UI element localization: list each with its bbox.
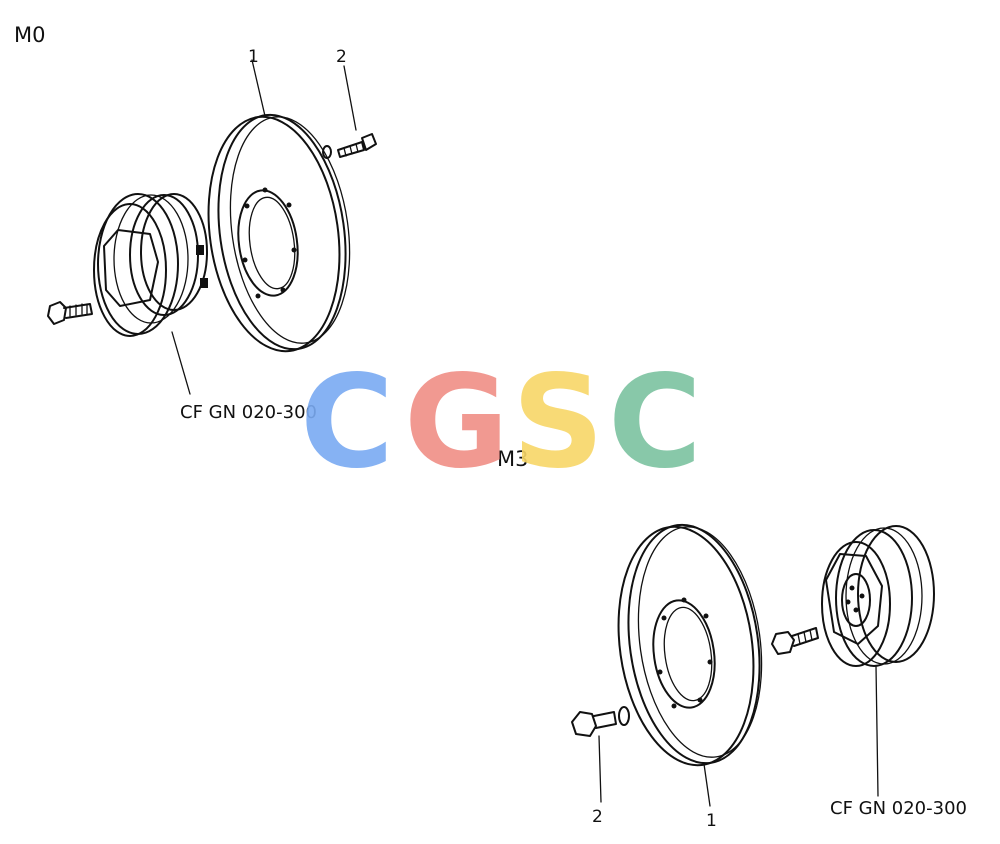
m3-callout-disc: 1 [706, 811, 717, 831]
view-m0: M0 [14, 23, 377, 423]
m3-pulley-bolt [771, 627, 819, 655]
view-m0-title: M0 [14, 23, 45, 47]
m0-callout-pulley: CF GN 020-300 [180, 402, 317, 423]
view-m3: M3 [497, 447, 967, 831]
m3-damper-disc [617, 523, 763, 767]
m0-leader-bolt [343, 65, 357, 131]
m0-leader-disc [251, 59, 266, 117]
watermark-letter-c1: C [300, 348, 394, 497]
m3-callout-bolt: 2 [592, 807, 603, 827]
m0-bolt-washer [322, 133, 377, 159]
m3-leader-bolt [598, 735, 602, 803]
watermark-letter-c2: C [608, 348, 702, 497]
watermark-letter-g: G [404, 348, 509, 497]
m0-callout-disc: 1 [248, 47, 259, 67]
m3-bolt-washer [571, 706, 630, 737]
m0-pulley [93, 193, 208, 337]
m0-callout-bolt: 2 [336, 47, 347, 67]
m3-callout-pulley: CF GN 020-300 [830, 798, 967, 819]
m3-pulley [821, 525, 935, 667]
m0-leader-pulley [171, 331, 191, 395]
m3-leader-pulley [875, 665, 879, 797]
view-m3-title: M3 [497, 447, 528, 471]
m3-leader-disc [703, 763, 711, 807]
watermark: C G S C [300, 348, 702, 497]
m0-damper-disc [207, 113, 351, 353]
watermark-letter-s: S [512, 348, 604, 497]
m0-pulley-bolt [47, 301, 93, 325]
